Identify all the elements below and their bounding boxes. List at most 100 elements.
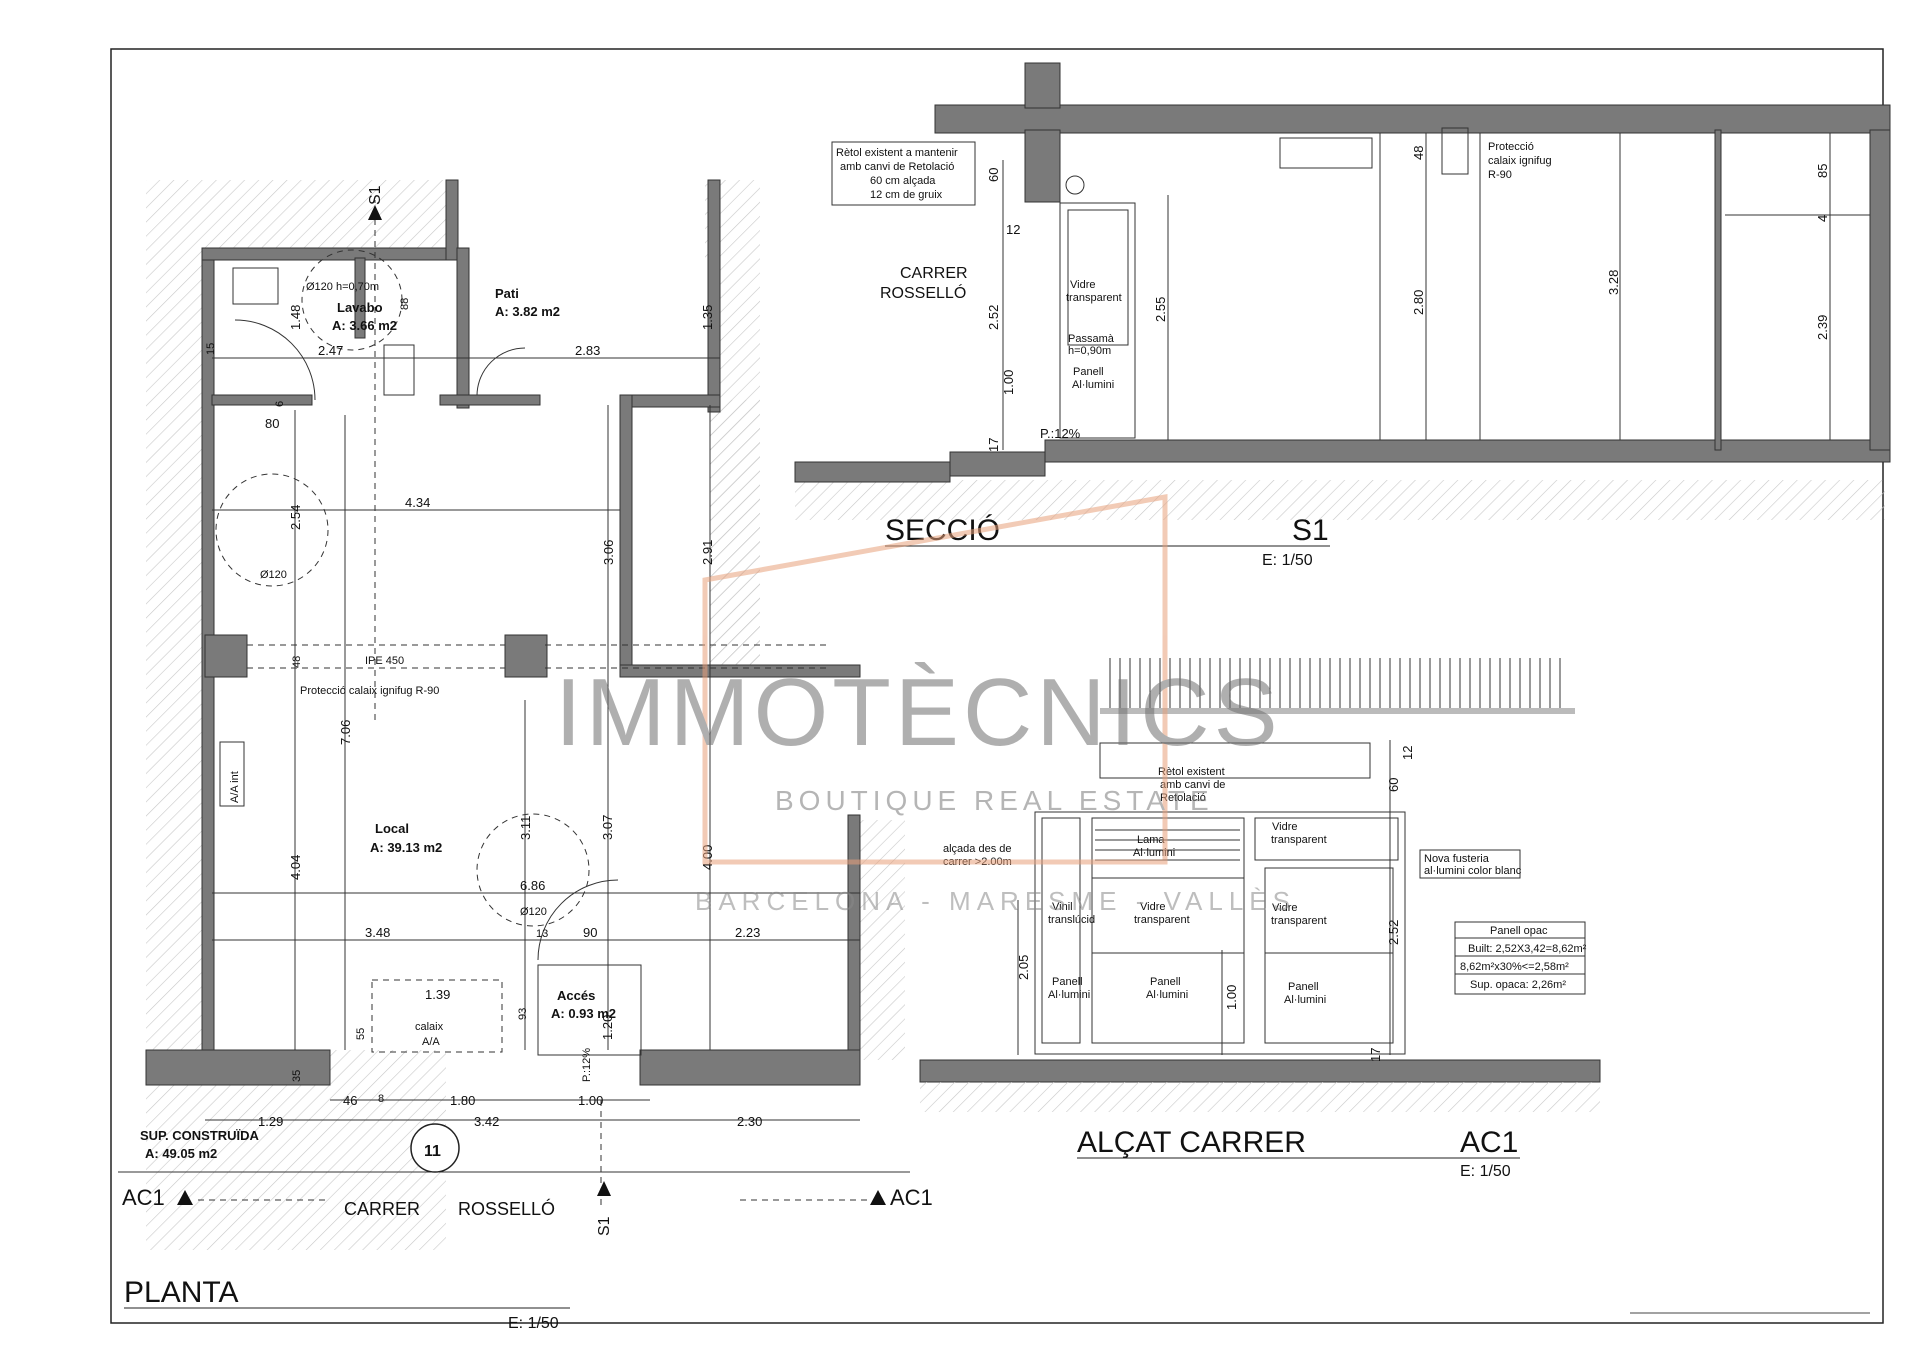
dim-15: 15 <box>205 343 217 355</box>
dim-2-30: 2.30 <box>737 1114 762 1129</box>
dim-8: 8 <box>378 1093 384 1105</box>
plan-elevation-marker-left: AC1 <box>122 1185 165 1210</box>
dim-3-06: 3.06 <box>601 540 616 565</box>
section-sign-note-line-3: 60 cm alçada <box>870 175 936 187</box>
elevation-vinyl-label: Vinil <box>1052 901 1073 913</box>
ac-box-label: calaix <box>415 1021 444 1033</box>
dim-46: 46 <box>343 1093 357 1108</box>
dim-48: 48 <box>291 656 303 668</box>
elevation-louvre-label-2: Al·lumini <box>1133 847 1175 859</box>
elevation-panel-mid-label-2: Al·lumini <box>1146 989 1188 1001</box>
dim-6: 6 <box>274 401 286 407</box>
section-arrow-icon-2 <box>597 1181 611 1196</box>
elevation-glass-top-label: Vidre <box>1272 821 1297 833</box>
dim-1-00: 1.00 <box>578 1093 603 1108</box>
dim-1-48: 1.48 <box>288 305 303 330</box>
elevation-title: ALÇAT CARRER <box>1077 1126 1306 1159</box>
section-dim-60: 60 <box>986 168 1001 182</box>
section-fire-note-line-1: Protecció <box>1488 141 1534 153</box>
plan-section-marker-bottom: S1 <box>596 1216 613 1236</box>
dim-2-23: 2.23 <box>735 925 760 940</box>
section-sign-note-line-4: 12 cm de gruix <box>870 189 943 201</box>
dim-3-11: 3.11 <box>518 816 533 840</box>
section-dim-17: 17 <box>986 438 1001 452</box>
section-dim-2-55: 2.55 <box>1153 297 1168 322</box>
turn-circle-label-2: Ø120 <box>520 906 547 918</box>
opaque-table-row-2: 8,62m²x30%<=2,58m² <box>1460 961 1569 973</box>
plan-street-label: CARRER <box>344 1199 420 1219</box>
section-dim-3-28: 3.28 <box>1606 270 1621 295</box>
room-name-courtyard: Pati <box>495 286 519 301</box>
elevation-panel-left-label: Panell <box>1052 976 1083 988</box>
dim-80: 80 <box>265 416 279 431</box>
elevation-arrow-icon-2 <box>870 1190 886 1205</box>
dim-3-48: 3.48 <box>365 925 390 940</box>
section-dim-2-39: 2.39 <box>1815 315 1830 340</box>
dim-55: 55 <box>355 1028 367 1040</box>
plan-street-label-2: ROSSELLÓ <box>458 1198 555 1219</box>
dim-2-83: 2.83 <box>575 343 600 358</box>
elevation-arrow-icon <box>177 1190 193 1205</box>
plan-scale: E: 1/50 <box>508 1315 559 1332</box>
watermark-regions: BARCELONA - MARESME - VALLÈS <box>695 886 1296 916</box>
new-carpentry-line-2: al·lumini color blanc <box>1424 865 1522 877</box>
section-fire-note-line-3: R-90 <box>1488 169 1512 181</box>
section-dim-48: 48 <box>1411 146 1426 160</box>
section-dim-4: 4 <box>1815 215 1830 222</box>
plan-elevation-marker-right: AC1 <box>890 1185 933 1210</box>
elevation-panel-left-label-2: Al·lumini <box>1048 989 1090 1001</box>
watermark-tagline: BOUTIQUE REAL ESTATE <box>775 785 1214 816</box>
elevation-glass-door-label: Vidre <box>1272 902 1297 914</box>
elevation-panel-right-label: Panell <box>1288 981 1319 993</box>
watermark-brand: IMMOTÈCNICS <box>555 659 1282 766</box>
elevation-height-note-1: alçada des de <box>943 843 1012 855</box>
beam-protection-label: Protecció calaix ignifug R-90 <box>300 685 439 697</box>
dim-90: 90 <box>583 925 597 940</box>
section-arrow-icon <box>368 205 382 220</box>
elevation-dim-2-52: 2.52 <box>1386 920 1401 945</box>
plan-section-marker-top: S1 <box>367 185 384 205</box>
elevation-dim-12: 12 <box>1400 746 1415 760</box>
sheet-frame <box>110 48 1884 1324</box>
section-drawing <box>794 62 1891 520</box>
dim-1-35: 1.35 <box>700 305 715 330</box>
section-street-label: CARRER <box>900 265 968 282</box>
elevation-glass-label: Vidre <box>1140 901 1165 913</box>
section-street-label-2: ROSSELLÓ <box>880 283 966 302</box>
room-area-local: A: 39.13 m2 <box>370 840 442 855</box>
section-panel-label: Panell <box>1073 366 1104 378</box>
elevation-dim-17: 17 <box>1368 1048 1383 1062</box>
elevation-dim-60: 60 <box>1386 778 1401 792</box>
dim-93: 93 <box>517 1008 529 1020</box>
dim-7-06: 7.06 <box>338 720 353 745</box>
elevation-sign-line-1: Rètol existent <box>1158 766 1225 778</box>
ac-unit-label: A/A int <box>229 771 241 803</box>
dim-2-47: 2.47 <box>318 343 343 358</box>
room-area-access: A: 0.93 m2 <box>551 1006 616 1021</box>
section-marker: S1 <box>1292 514 1329 547</box>
dim-1-39: 1.39 <box>425 987 450 1002</box>
section-sign-note-line-2: amb canvi de Retolació <box>840 161 954 173</box>
section-slope-label: P.:12% <box>1040 426 1081 441</box>
dim-1-29: 1.29 <box>258 1114 283 1129</box>
section-glass-label: Vidre <box>1070 279 1095 291</box>
elevation-sign-line-3: Retolació <box>1160 792 1206 804</box>
section-dim-1-00: 1.00 <box>1001 370 1016 395</box>
section-panel-label-2: Al·lumini <box>1072 379 1114 391</box>
section-glass-label-2: transparent <box>1066 292 1122 304</box>
elevation-sign-line-2: amb canvi de <box>1160 779 1225 791</box>
dim-35: 35 <box>291 1070 303 1082</box>
watermark-logo-frame <box>702 494 1168 865</box>
elevation-vinyl-label-2: translúcid <box>1048 914 1095 926</box>
room-area-courtyard: A: 3.82 m2 <box>495 304 560 319</box>
dim-6-86: 6.86 <box>520 878 545 893</box>
elevation-panel-right-label-2: Al·lumini <box>1284 994 1326 1006</box>
dim-4-04: 4.04 <box>288 855 303 880</box>
room-name-local: Local <box>375 821 409 836</box>
watermark: IMMOTÈCNICS BOUTIQUE REAL ESTATE BARCELO… <box>555 494 1296 916</box>
unit-number: 11 <box>424 1143 441 1160</box>
section-rail-label-2: h=0,90m <box>1068 345 1111 357</box>
elevation-glass-label-2: transparent <box>1134 914 1190 926</box>
elevation-louvre-label: Lama <box>1137 834 1165 846</box>
